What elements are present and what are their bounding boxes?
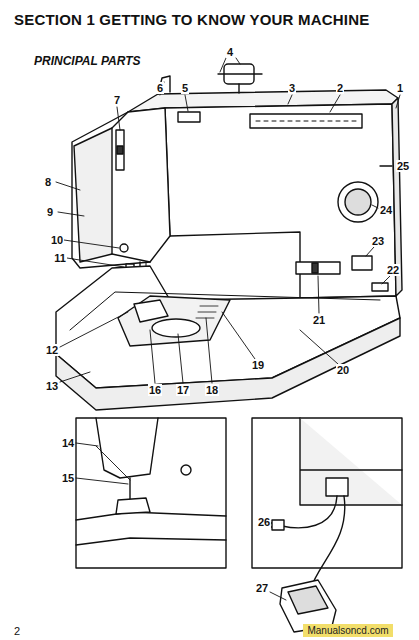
power-cord bbox=[282, 496, 345, 590]
leader-line bbox=[67, 258, 124, 267]
presser-screw bbox=[120, 244, 128, 252]
leader-line bbox=[58, 212, 84, 216]
leader-line bbox=[220, 58, 226, 72]
panel-edge bbox=[112, 112, 128, 128]
feed-lines bbox=[196, 306, 218, 318]
leader-line bbox=[318, 276, 319, 313]
callout-number: 22 bbox=[386, 264, 400, 276]
callout-number: 13 bbox=[45, 380, 59, 392]
leader-line bbox=[236, 58, 240, 64]
leader-line bbox=[117, 107, 120, 130]
panel-edge bbox=[112, 254, 150, 262]
leader-line bbox=[382, 276, 390, 284]
leader-line bbox=[372, 205, 378, 208]
callout-number: 3 bbox=[288, 82, 296, 94]
callout-number: 15 bbox=[61, 472, 75, 484]
callout-number: 1 bbox=[396, 82, 404, 94]
leader-line bbox=[270, 592, 286, 600]
head-side bbox=[96, 418, 158, 478]
subheading: PRINCIPAL PARTS bbox=[34, 55, 140, 68]
leader-line bbox=[178, 334, 183, 383]
leader-line bbox=[185, 95, 188, 111]
bed-top bbox=[56, 266, 400, 388]
leader-line bbox=[76, 443, 98, 446]
leader-lines bbox=[56, 58, 400, 383]
socket bbox=[326, 478, 348, 496]
machine-end bbox=[300, 418, 402, 505]
callout-number: 24 bbox=[379, 204, 393, 216]
callout-number: 12 bbox=[45, 344, 59, 356]
callout-number: 8 bbox=[44, 176, 52, 188]
screw bbox=[181, 465, 191, 475]
power-switch bbox=[372, 283, 388, 291]
watermark: Manualsoncd.com bbox=[303, 624, 392, 637]
callout-number: 26 bbox=[257, 516, 271, 528]
needle-plate bbox=[118, 296, 230, 346]
section-title: SECTION 1 GETTING TO KNOW YOUR MACHINE bbox=[14, 12, 369, 29]
reverse-button bbox=[352, 256, 372, 270]
callout-number: 19 bbox=[251, 359, 265, 371]
slider-knob bbox=[312, 263, 318, 273]
leader-line bbox=[64, 240, 119, 248]
presser-foot bbox=[134, 300, 168, 322]
stitch-slider bbox=[296, 262, 340, 274]
callout-number: 7 bbox=[113, 94, 121, 106]
bobbin-cover bbox=[152, 319, 200, 337]
bed-front bbox=[56, 318, 400, 410]
callout-number: 17 bbox=[176, 384, 190, 396]
callout-number: 11 bbox=[53, 252, 67, 264]
thread-inset bbox=[76, 418, 226, 568]
pattern-window bbox=[250, 114, 362, 128]
callout-number: 2 bbox=[336, 82, 344, 94]
power-inset bbox=[252, 418, 402, 632]
callout-number: 21 bbox=[312, 314, 326, 326]
pattern-marks bbox=[256, 121, 356, 122]
arm-front bbox=[165, 104, 396, 298]
callout-number: 6 bbox=[156, 82, 164, 94]
leader-line bbox=[396, 95, 400, 108]
leader-line bbox=[288, 95, 292, 104]
leader-line bbox=[56, 182, 80, 190]
callout-number: 18 bbox=[205, 384, 219, 396]
leader-line bbox=[366, 247, 374, 256]
leader-line bbox=[76, 478, 128, 484]
inset-frame bbox=[252, 418, 402, 568]
callout-number: 9 bbox=[46, 206, 54, 218]
foot-control-pedal bbox=[288, 586, 328, 614]
page-number: 2 bbox=[14, 625, 20, 637]
callout-number: 27 bbox=[255, 582, 269, 594]
callout-number: 20 bbox=[336, 364, 350, 376]
bobbin-winder bbox=[178, 112, 200, 122]
callout-number: 16 bbox=[148, 384, 162, 396]
leader-line bbox=[206, 318, 212, 383]
pattern-dial bbox=[345, 189, 371, 215]
leader-line bbox=[330, 95, 340, 112]
leader-line bbox=[60, 312, 128, 347]
callout-number: 25 bbox=[396, 160, 410, 172]
leader-line bbox=[60, 372, 90, 382]
dial-line bbox=[380, 165, 392, 166]
bed-side bbox=[76, 512, 226, 545]
spool-pin bbox=[238, 84, 239, 93]
leader-line bbox=[300, 330, 338, 364]
callout-number: 4 bbox=[226, 46, 234, 58]
machine-body bbox=[56, 64, 402, 410]
head-front bbox=[72, 108, 170, 268]
pattern-dial bbox=[338, 182, 378, 222]
spool-pin bbox=[218, 73, 262, 74]
callout-number: 14 bbox=[61, 437, 75, 449]
take-up-lever bbox=[117, 146, 123, 154]
leader-line bbox=[150, 330, 155, 383]
take-up-slot bbox=[116, 130, 124, 170]
callout-number: 10 bbox=[50, 234, 64, 246]
inset-frame bbox=[76, 418, 226, 568]
callout-number: 5 bbox=[181, 82, 189, 94]
leader-line bbox=[222, 312, 255, 359]
thread-path bbox=[96, 446, 130, 480]
callout-number: 23 bbox=[371, 235, 385, 247]
presser-foot bbox=[116, 498, 150, 514]
